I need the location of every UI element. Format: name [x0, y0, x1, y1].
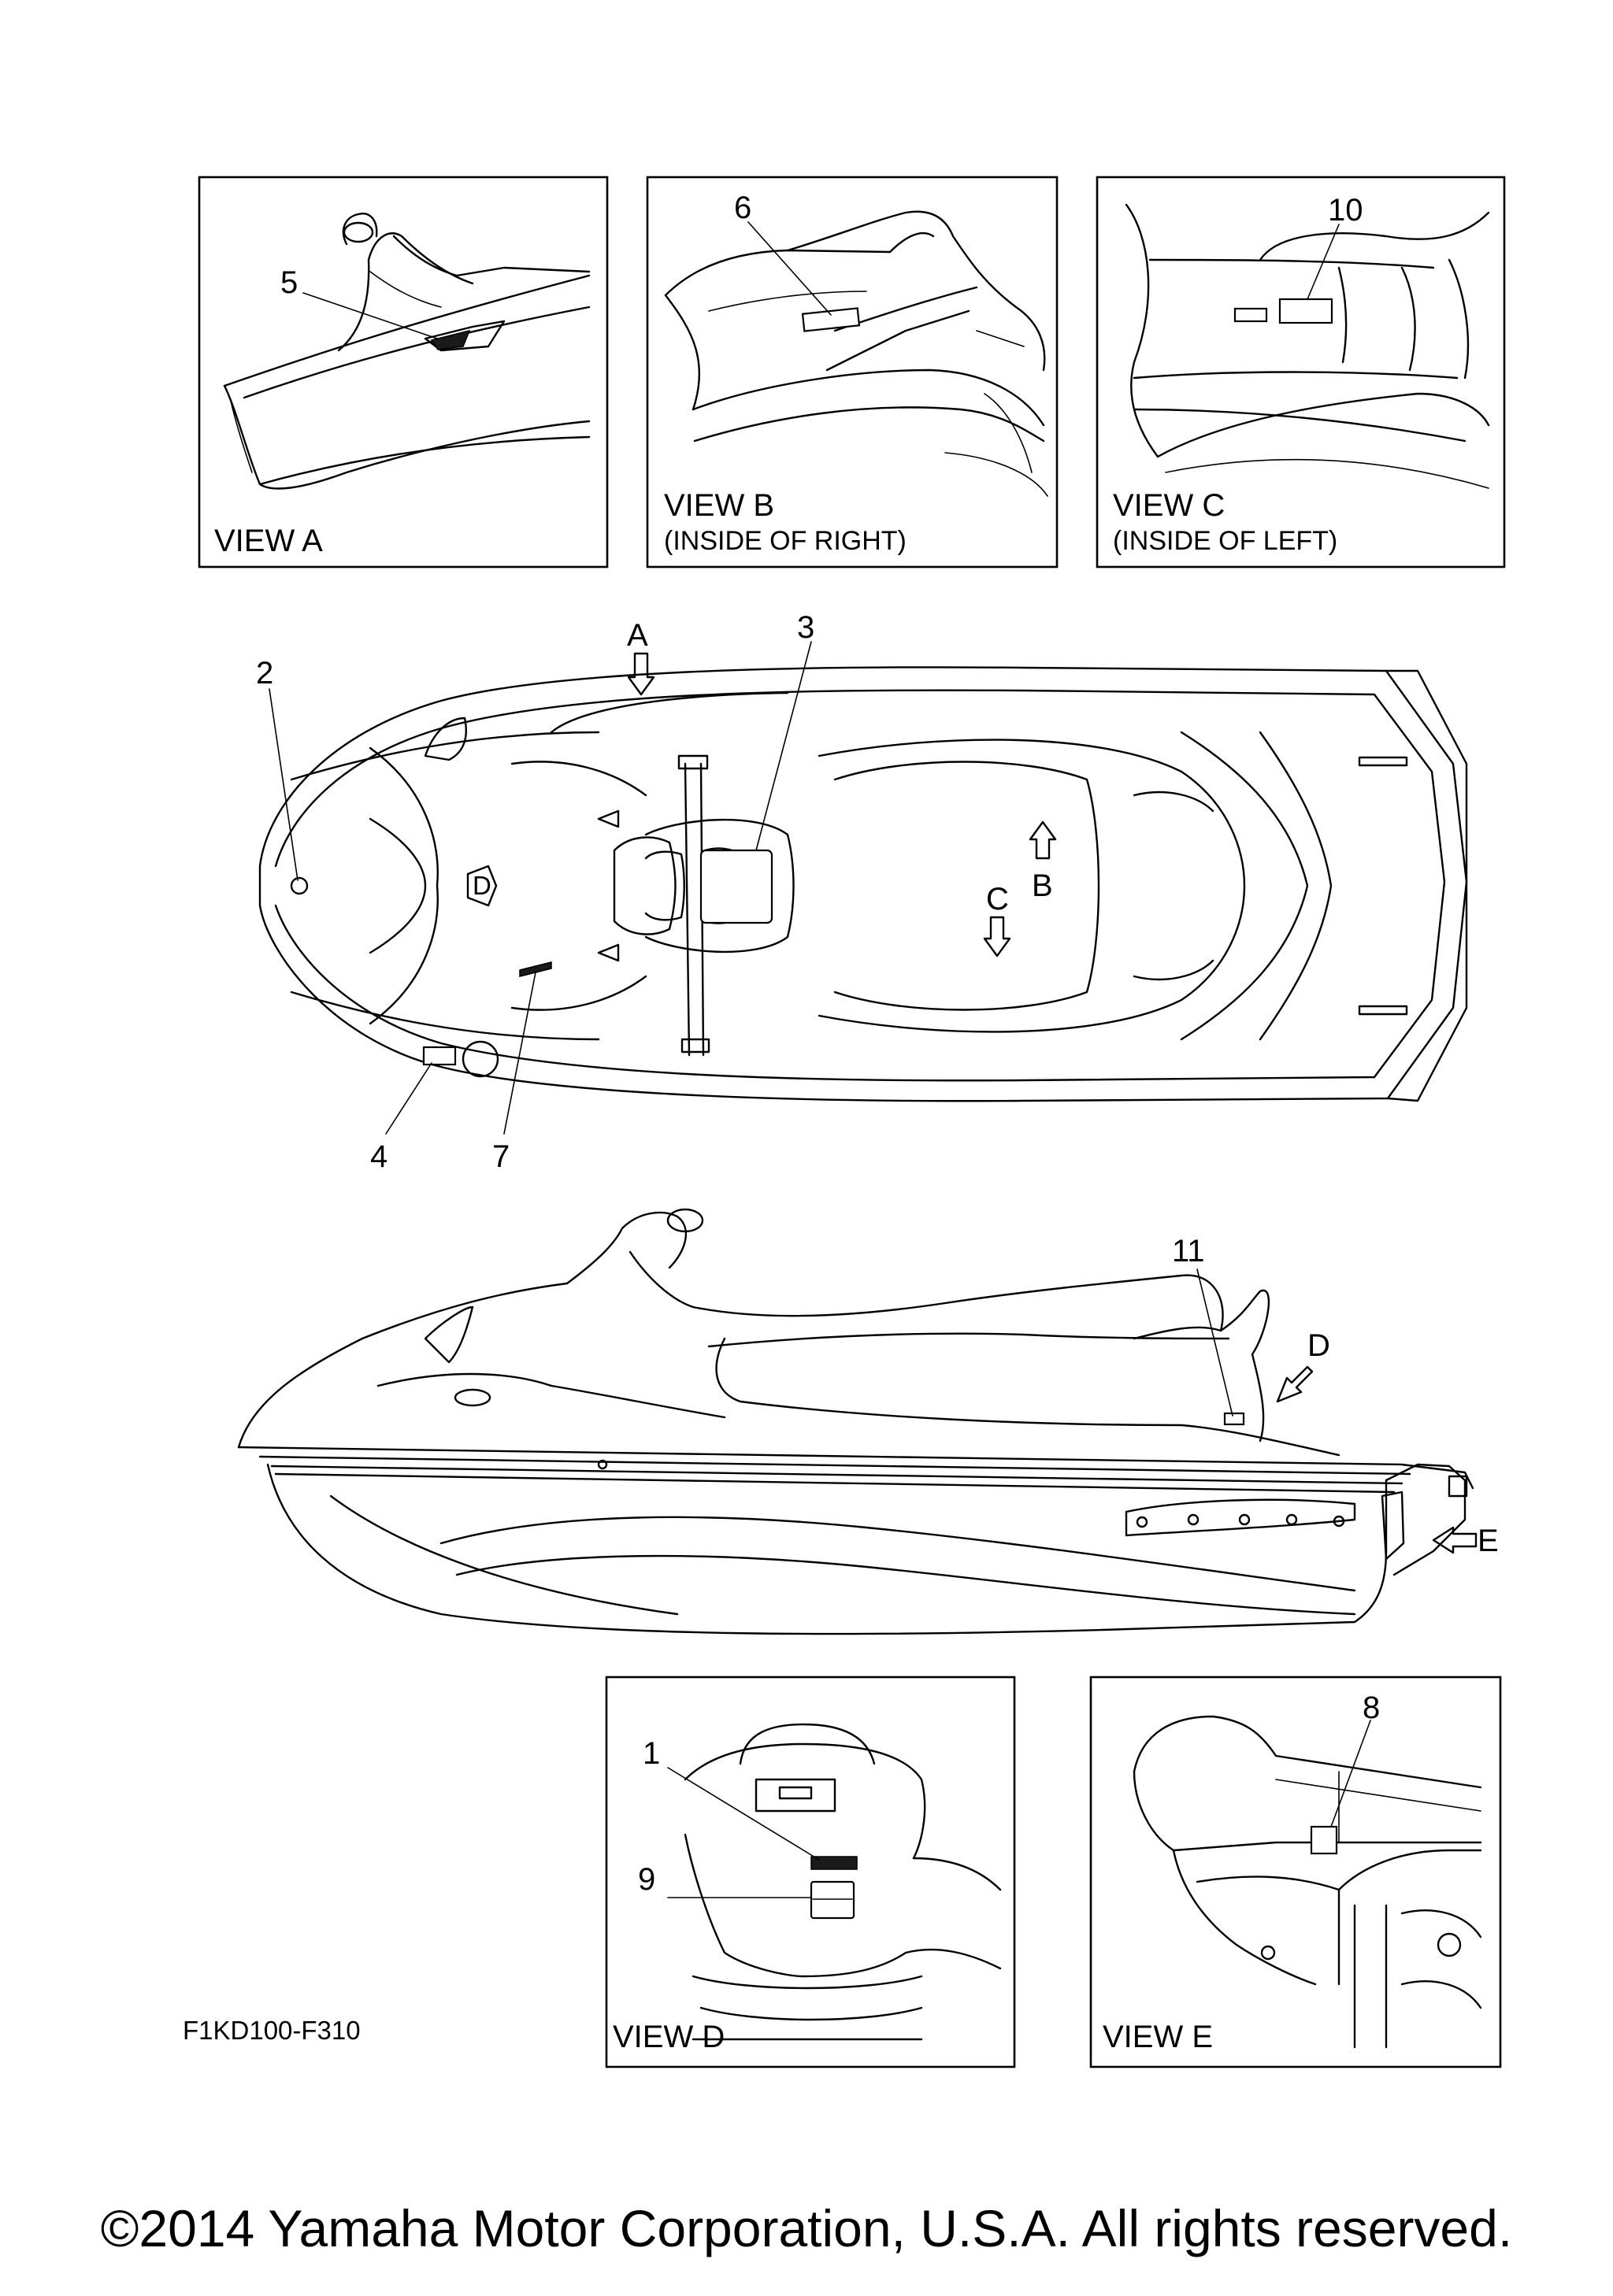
side-view-hull	[237, 1208, 1474, 1635]
d-emblem	[466, 865, 498, 907]
view-a-drawing	[223, 213, 591, 490]
leader-7	[503, 972, 536, 1135]
leader-3	[755, 641, 812, 851]
top-view-hull	[258, 666, 1468, 1102]
view-b-title: VIEW B	[664, 488, 774, 523]
view-c-subtitle: (INSIDE OF LEFT)	[1113, 526, 1337, 556]
label-7-dark	[519, 961, 552, 977]
view-arrow-e-letter: E	[1478, 1524, 1499, 1558]
leader-6	[747, 221, 832, 316]
bow-badge	[290, 876, 309, 895]
view-d-drawing	[684, 1723, 1002, 2041]
leader-5	[302, 292, 438, 339]
view-arrow-a: A	[627, 618, 655, 696]
callout-8: 8	[1363, 1691, 1380, 1725]
view-d-panel: 1 9 VIEW D	[605, 1676, 1016, 2068]
top-view-mirror-left	[424, 717, 467, 761]
leader-10	[1307, 224, 1340, 300]
view-arrow-c-letter: C	[986, 882, 1009, 917]
callout-9: 9	[638, 1862, 655, 1897]
callout-10: 10	[1328, 193, 1363, 228]
callout-1: 1	[643, 1736, 660, 1771]
label-9-outline	[810, 1880, 855, 1920]
view-arrow-d: D	[1276, 1328, 1330, 1403]
leader-4	[385, 1062, 432, 1135]
view-a-title: VIEW A	[214, 524, 323, 558]
copyright-notice: ©2014 Yamaha Motor Corporation, U.S.A. A…	[100, 2199, 1513, 2257]
d-emblem-letter: D	[473, 871, 491, 900]
drawing-code: F1KD100-F310	[183, 2016, 361, 2045]
view-d-title: VIEW D	[613, 2020, 725, 2054]
callout-7: 7	[492, 1139, 510, 1174]
view-b-drawing	[664, 210, 1048, 497]
view-arrow-b-letter: B	[1032, 868, 1053, 903]
leader-2	[269, 688, 298, 881]
rear-step-2	[1358, 1005, 1408, 1016]
callout-3: 3	[797, 610, 814, 645]
callout-11: 11	[1172, 1234, 1205, 1268]
view-c-panel: 10 VIEW C (INSIDE OF LEFT)	[1096, 176, 1506, 568]
view-c-drawing	[1125, 203, 1490, 489]
leader-8	[1330, 1720, 1371, 1828]
label-8-outline	[1310, 1825, 1338, 1855]
view-arrow-b: B	[1029, 820, 1057, 903]
rear-step	[1358, 756, 1408, 767]
callout-5: 5	[280, 265, 298, 300]
side-view: 11 D E	[237, 1208, 1499, 1635]
view-arrow-c: C	[983, 882, 1011, 957]
view-e-title: VIEW E	[1103, 2020, 1213, 2054]
callout-4: 4	[370, 1139, 387, 1174]
label-6-outline	[801, 307, 861, 332]
label-3-outline	[699, 849, 773, 924]
view-a-panel: 5 VIEW A	[198, 176, 609, 568]
leader-11	[1196, 1268, 1233, 1416]
label-11-outline	[1223, 1412, 1245, 1426]
view-e-drawing	[1133, 1715, 1482, 2049]
view-b-subtitle: (INSIDE OF RIGHT)	[664, 526, 907, 556]
leader-1	[667, 1767, 820, 1861]
label-1-dark	[810, 1856, 858, 1870]
label-4-outline	[422, 1046, 457, 1066]
view-arrow-e: E	[1432, 1524, 1499, 1558]
view-e-panel: 8 VIEW E	[1089, 1676, 1502, 2068]
view-b-panel: 6 VIEW B (INSIDE OF RIGHT)	[646, 176, 1059, 568]
label-small-outline	[1233, 307, 1268, 323]
view-arrow-d-letter: D	[1307, 1328, 1330, 1363]
view-arrow-a-letter: A	[627, 618, 648, 653]
top-view: D 2 3 4 7 A B C	[256, 610, 1468, 1174]
callout-2: 2	[256, 656, 273, 691]
fuel-cap	[462, 1040, 499, 1078]
callout-6: 6	[734, 191, 751, 225]
view-c-title: VIEW C	[1113, 488, 1225, 523]
label-10-outline	[1278, 298, 1333, 324]
